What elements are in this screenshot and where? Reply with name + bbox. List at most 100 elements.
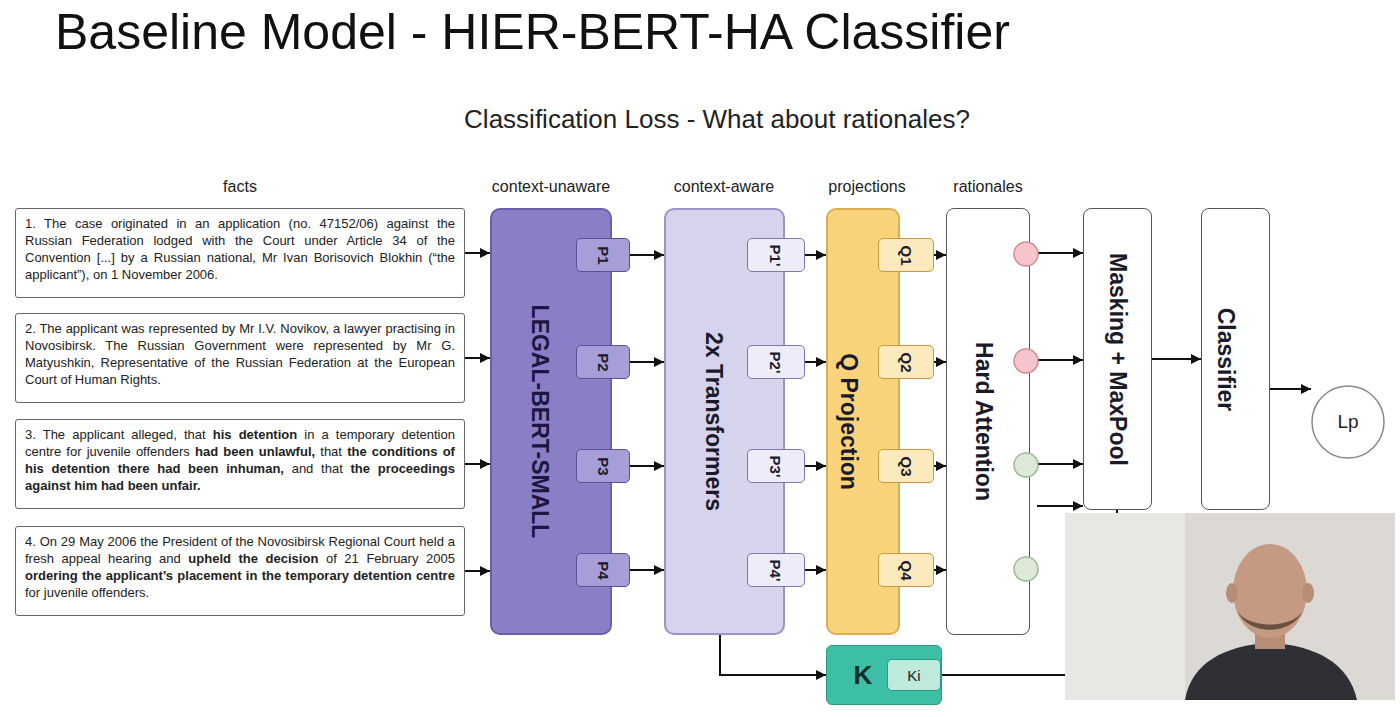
- flow-arrow: [805, 569, 826, 571]
- emphasis: proceedings: [378, 461, 455, 476]
- column-heading: rationales: [953, 177, 1022, 196]
- emphasis: inhuman,: [226, 461, 284, 476]
- rationale-dot: [1014, 349, 1038, 373]
- vector-box: Q3: [878, 449, 934, 483]
- fact-paragraph-box: 3. The applicant alleged, that his deten…: [15, 419, 465, 509]
- rationale-dot: [1014, 453, 1038, 477]
- block-label: K: [854, 660, 873, 691]
- vector-box: Ki: [887, 659, 941, 691]
- flow-arrow: [934, 569, 946, 571]
- vector-label: P1: [594, 246, 611, 264]
- slide-title: Baseline Model - HIER-BERT-HA Classifier: [55, 2, 1010, 62]
- vector-box: Q4: [878, 553, 934, 587]
- classifier-block: Classifier: [1201, 208, 1270, 510]
- block-label: Masking + MaxPool: [1104, 253, 1131, 466]
- emphasis: detention: [239, 427, 298, 442]
- fact-paragraph-box: 1. The case originated in an application…: [15, 208, 465, 298]
- vector-box: P3: [576, 449, 630, 483]
- vector-box: P1: [576, 238, 630, 272]
- flow-arrow: [934, 254, 946, 256]
- webcam-frame: [1065, 513, 1395, 700]
- vector-label: P3': [767, 455, 784, 477]
- emphasis: had: [101, 478, 124, 493]
- vector-label: P4: [594, 561, 611, 579]
- emphasis: centre: [416, 568, 455, 583]
- vector-box: Q2: [878, 345, 934, 379]
- vector-label: Q3: [897, 456, 914, 476]
- flow-arrow: [630, 569, 664, 571]
- emphasis: upheld: [188, 551, 231, 566]
- attention-block: Hard Attention: [946, 208, 1030, 635]
- presenter-shirt: [1185, 643, 1357, 700]
- flow-arrow: [805, 465, 826, 467]
- emphasis: conditions: [372, 444, 438, 459]
- flow-arrow: [630, 254, 664, 256]
- flow-arrow: [465, 252, 490, 254]
- vector-label: Q2: [897, 352, 914, 372]
- emphasis: detention: [52, 461, 111, 476]
- flow-arrow: [630, 361, 664, 363]
- emphasis: against: [25, 478, 71, 493]
- fact-paragraph-box: 4. On 29 May 2006 the President of the N…: [15, 526, 465, 616]
- loss-circle: Lp: [1311, 385, 1385, 459]
- emphasis: his: [25, 461, 44, 476]
- vector-box: P2: [576, 345, 630, 379]
- emphasis: ordering: [25, 568, 78, 583]
- emphasis: placement: [177, 568, 241, 583]
- block-label: Classifier: [1213, 307, 1240, 411]
- flow-arrow: [805, 254, 826, 256]
- fact-text: 2. The applicant was represented by Mr I…: [25, 320, 455, 388]
- vector-box: P4': [747, 553, 805, 587]
- block-label: LEGAL-BERT-SMALL: [527, 305, 554, 539]
- emphasis: had: [157, 461, 180, 476]
- column-heading: context-unaware: [492, 177, 610, 196]
- flow-arrow: [934, 361, 946, 363]
- emphasis: the: [262, 568, 282, 583]
- transformer-block: 2x TransformersP1'P2'P3'P4': [664, 208, 785, 635]
- emphasis: there: [118, 461, 150, 476]
- projection-block: Q ProjectionQ1Q2Q3Q4: [826, 208, 900, 635]
- loss-circle-shape: [1312, 386, 1384, 458]
- vector-box: P1': [747, 238, 805, 272]
- flow-arrow: [465, 570, 490, 572]
- fact-text: 3. The applicant alleged, that his deten…: [25, 426, 455, 494]
- vector-label: P3: [594, 457, 611, 475]
- emphasis: the: [350, 461, 370, 476]
- pooling-block: Masking + MaxPool: [1083, 208, 1152, 510]
- presenter-ear: [1302, 583, 1314, 603]
- presenter-beard: [1235, 605, 1305, 630]
- emphasis: the: [347, 444, 367, 459]
- vector-label: Ki: [907, 667, 920, 684]
- column-heading: projections: [828, 177, 905, 196]
- vector-box: Q1: [878, 238, 934, 272]
- emphasis: been: [188, 461, 218, 476]
- emphasis: unfair.: [162, 478, 201, 493]
- emphasis: his: [213, 427, 232, 442]
- slide-subtitle: Classification Loss - What about rationa…: [464, 104, 970, 135]
- flow-arrow: [1152, 358, 1201, 360]
- emphasis: been: [128, 478, 158, 493]
- encoder-block: LEGAL-BERT-SMALLP1P2P3P4: [490, 208, 612, 635]
- rationale-dot: [1014, 242, 1038, 266]
- emphasis: in: [246, 568, 258, 583]
- vector-label: Q4: [897, 560, 914, 580]
- emphasis: applicant’s: [106, 568, 173, 583]
- emphasis: of: [443, 444, 455, 459]
- vector-label: P1': [767, 244, 784, 266]
- presenter-head: [1233, 544, 1307, 638]
- rationale-dot: [1014, 557, 1038, 581]
- vector-label: P2': [767, 351, 784, 373]
- emphasis: unlawful,: [259, 444, 315, 459]
- block-label: Q Projection: [835, 353, 862, 490]
- emphasis: decision: [266, 551, 319, 566]
- flow-arrow: [1270, 388, 1311, 390]
- vector-label: Q1: [897, 245, 914, 265]
- column-heading: facts: [223, 177, 257, 196]
- key-block: K Ki: [826, 645, 942, 705]
- emphasis: the: [239, 551, 259, 566]
- vector-box: P2': [747, 345, 805, 379]
- fact-text: 1. The case originated in an application…: [25, 215, 455, 283]
- flow-arrow: [720, 635, 826, 675]
- emphasis: detention: [353, 568, 412, 583]
